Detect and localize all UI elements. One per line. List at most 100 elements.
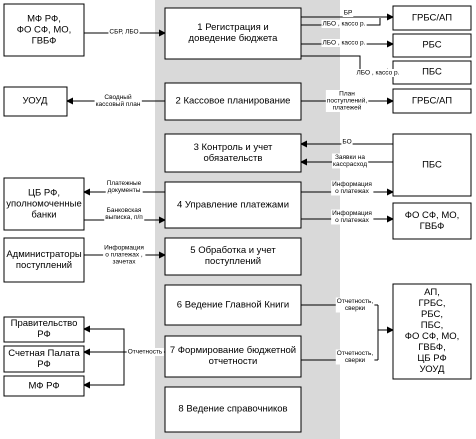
label-background [126, 348, 164, 356]
text-line: ЛБО , кассо р. [323, 21, 366, 28]
label-background [355, 69, 401, 77]
label-background [108, 28, 140, 36]
text-line: МФ РФ, [27, 14, 61, 25]
text-line: ПБС, [421, 320, 443, 331]
label-background [94, 92, 142, 109]
text-line: РФ [37, 329, 50, 340]
text-line: кассрасход [333, 161, 367, 168]
svg-text:МФ РФ,ФО СФ, МО,ГВБФ: МФ РФ,ФО СФ, МО,ГВБФ [17, 14, 72, 47]
text-line: 8 Ведение справочников [178, 404, 287, 415]
text-line: ГРБС/АП [412, 96, 452, 107]
text-line: ГВБФ [420, 221, 445, 232]
text-line: Счетная Палата [8, 348, 80, 359]
text-line: ЛБО , кассо р. [323, 40, 366, 47]
text-line: поступлений [16, 260, 72, 271]
text-line: Информация [332, 210, 372, 217]
text-line: документы [108, 187, 141, 194]
label-background [321, 20, 367, 28]
svg-text:ЛБО , кассо р.: ЛБО , кассо р. [323, 21, 366, 28]
text-line: поступлений [205, 256, 261, 267]
label-background [342, 9, 354, 17]
svg-text:ГРБС/АП: ГРБС/АП [412, 13, 452, 24]
text-line: банки [31, 210, 56, 221]
box-grbs-ap-2: ГРБС/АП [392, 88, 472, 114]
process-4: 4 Управление платежами [164, 181, 302, 229]
label-background [331, 153, 369, 169]
label-background [331, 209, 374, 225]
svg-text:4 Управление платежами: 4 Управление платежами [177, 200, 289, 211]
svg-text:РБС: РБС [422, 40, 441, 51]
box-pbs-1: ПБС [392, 60, 472, 85]
text-line: ПБС [422, 160, 442, 171]
text-line: ГРБС, [418, 298, 445, 309]
svg-text:2 Кассовое планирование: 2 Кассовое планирование [176, 96, 291, 107]
svg-text:6 Ведение Главной Книги: 6 Ведение Главной Книги [177, 300, 289, 311]
text-line: зачетах [112, 259, 136, 266]
svg-text:Отчетность,сверки: Отчетность,сверки [337, 350, 374, 364]
text-line: РБС, [421, 309, 443, 320]
process-8: 8 Ведение справочников [164, 386, 302, 433]
label-background [335, 349, 375, 365]
svg-text:БР: БР [344, 10, 353, 17]
text-line: 1 Регистрация и [197, 22, 268, 33]
text-line: РФ [37, 359, 50, 370]
process-2: 2 Кассовое планирование [164, 82, 302, 121]
svg-text:Отчетность,сверки: Отчетность,сверки [337, 298, 374, 312]
box-grbs-ap-1: ГРБС/АП [392, 5, 472, 31]
box-fo-sf: ФО СФ, МО,ГВБФ [392, 202, 472, 240]
box-mf-fo: МФ РФ,ФО СФ, МО,ГВБФ [3, 3, 85, 57]
text-line: кассовый план [96, 100, 141, 108]
process-6: 6 Ведение Главной Книги [164, 284, 302, 326]
text-line: ФО СФ, МО, [405, 210, 460, 221]
svg-text:ПБС: ПБС [422, 160, 442, 171]
svg-text:СБР, ЛБО: СБР, ЛБО [109, 29, 138, 36]
text-line: Отчетность, [337, 350, 374, 357]
text-line: доведение бюджета [189, 33, 279, 44]
text-line: УОУД [23, 96, 49, 107]
label-background [335, 297, 375, 313]
text-line: Отчетность [128, 349, 163, 356]
text-line: сверки [345, 357, 366, 364]
label-background [103, 244, 146, 266]
edge-labels: СБР, ЛБО БР ЛБО , кассо р. ЛБО , кассо р… [94, 9, 401, 365]
svg-text:Отчетность: Отчетность [128, 349, 163, 356]
svg-text:БО: БО [342, 139, 351, 146]
label-background [341, 138, 353, 146]
text-line: 3 Контроль и учет [194, 142, 273, 153]
text-line: УОУД [420, 364, 446, 375]
svg-text:ЛБО , кассо р.: ЛБО , кассо р. [323, 40, 366, 47]
text-line: сверки [345, 305, 366, 312]
text-line: Информация [104, 245, 144, 252]
text-line: ФО СФ, МО, [405, 331, 460, 342]
svg-text:УОУД: УОУД [23, 96, 49, 107]
text-line: 4 Управление платежами [177, 200, 289, 211]
text-line: поступлений, [327, 97, 367, 105]
text-line: выписка, п/п [105, 214, 143, 221]
text-line: Заявки на [335, 154, 365, 161]
text-line: БО [342, 139, 351, 146]
text-line: План [339, 91, 355, 98]
text-line: МФ РФ [28, 381, 59, 392]
text-line: ПБС [422, 67, 442, 78]
text-line: уполномоченные [6, 199, 82, 210]
text-line: обязательств [204, 153, 263, 164]
text-line: Платежные [107, 180, 142, 187]
box-mf-rf: МФ РФ [3, 375, 85, 397]
